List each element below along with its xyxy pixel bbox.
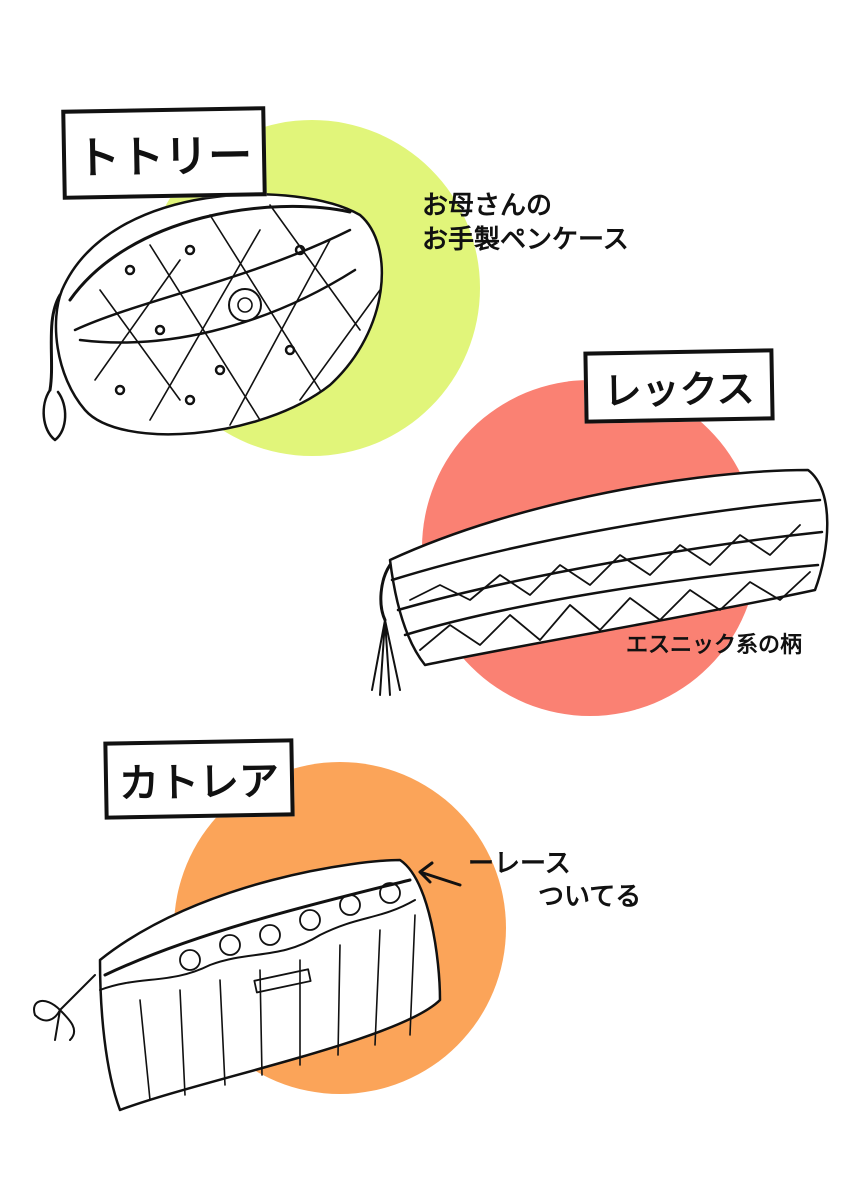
cattleya-lace-pouch-drawing (33, 858, 462, 1112)
cattleya-name-box: カトレア (103, 738, 295, 820)
rex-name: レックス (603, 366, 755, 413)
rex-ethnic-pencase-drawing (371, 468, 829, 696)
totori-note: お母さんの お手製ペンケース (422, 190, 629, 258)
totori-note-line-1: お母さんの (422, 191, 553, 221)
totori-note-line-2: お手製ペンケース (422, 224, 629, 255)
totori-quilted-pouch-drawing (42, 193, 384, 442)
cattleya-note-line-1: ーレース (468, 849, 571, 879)
cattleya-note: ーレース ついてる (468, 848, 641, 913)
cattleya-name: カトレア (118, 758, 280, 808)
totori-name: トトリー (75, 130, 253, 185)
cattleya-note-line-2: ついてる (538, 881, 642, 912)
rex-note-line-1: エスニック系の柄 (626, 633, 803, 658)
rex-note: エスニック系の柄 (626, 632, 802, 661)
totori-name-box: トトリー (61, 106, 267, 200)
rex-name-box: レックス (583, 348, 775, 424)
